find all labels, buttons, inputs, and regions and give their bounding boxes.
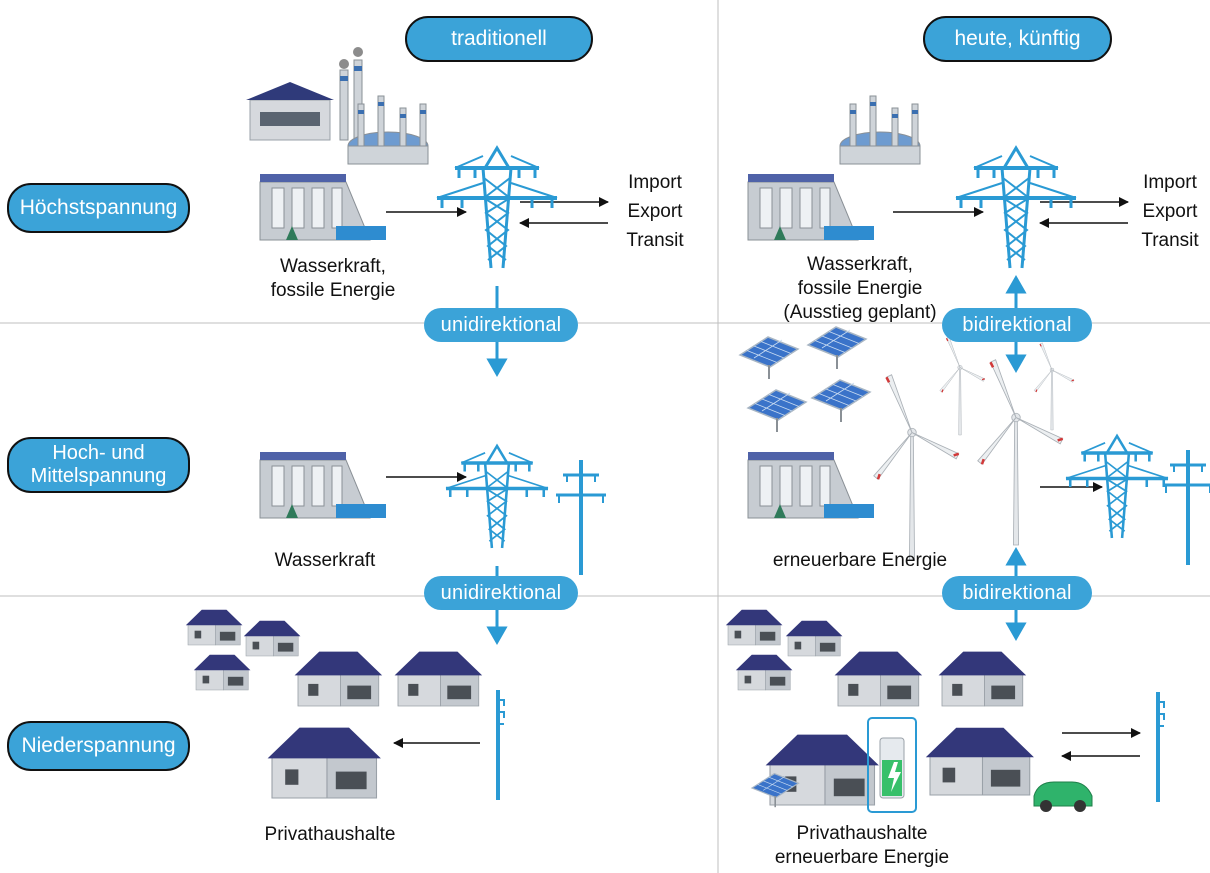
solar-panel-icon [807,326,867,370]
house-icon [193,654,251,691]
utility-pole-icon [554,458,608,577]
caption-hv-left: Wasserkraft, fossile Energie [270,256,396,301]
house-icon [394,651,483,707]
trade-list-right: Import Export Transit [1141,172,1199,251]
power-tower-icon [444,444,550,550]
flow-badge-lv-right: bidirektional [942,576,1092,610]
hydro-dam-icon [747,173,875,241]
utility-pole-icon [1161,448,1210,567]
house-icon [765,734,880,806]
trade-list-left: Import Export Transit [626,172,684,251]
thermal-plant-icon [347,95,429,165]
flow-badge-lv-left: unidirektional [424,576,578,610]
solar-panel-icon [739,336,799,380]
house-icon [243,620,301,657]
lv-pole-icon [496,688,506,802]
caption-mv-right: erneuerbare Energie [772,550,948,571]
house-icon [294,651,383,707]
caption-lv-right: Privathaushalte erneuerbare Energie [774,823,950,868]
caption-hv-right: Wasserkraft, fossile Energie (Ausstieg g… [783,254,937,323]
house-icon [735,654,793,691]
house-icon [925,727,1035,796]
level-label-hv: Höchstspannung [7,183,190,233]
flow-badge-hv-right: bidirektional [942,308,1092,342]
coal-factory-icon [245,46,364,141]
electric-car-icon [1033,781,1093,812]
wind-turbine-icon [1033,342,1075,431]
level-label-mv: Hoch- und Mittelspannung [7,437,190,493]
flow-badge-hv-left: unidirektional [424,308,578,342]
caption-mv-left: Wasserkraft [274,550,376,571]
hydro-dam-icon [259,173,387,241]
hydro-dam-icon [747,451,875,519]
wind-turbine-icon [939,336,986,436]
power-tower-icon [954,146,1078,270]
wind-turbine-icon [976,358,1065,547]
house-icon [185,609,243,646]
thermal-plant-icon [839,95,921,165]
house-icon [938,651,1027,707]
wind-turbine-icon [872,373,961,562]
level-label-lv: Niederspannung [7,721,190,771]
house-icon [834,651,923,707]
house-icon [725,609,783,646]
column-header-traditional: traditionell [405,16,593,62]
battery-icon [867,717,917,813]
hydro-dam-icon [259,451,387,519]
solar-panel-icon [811,379,871,423]
house-icon [785,620,843,657]
solar-panel-icon [747,389,807,433]
caption-lv-left: Privathaushalte [264,824,396,845]
column-header-today-future: heute, künftig [923,16,1112,62]
lv-pole-icon [1156,690,1166,804]
power-tower-icon [435,146,559,270]
house-icon [267,727,382,799]
